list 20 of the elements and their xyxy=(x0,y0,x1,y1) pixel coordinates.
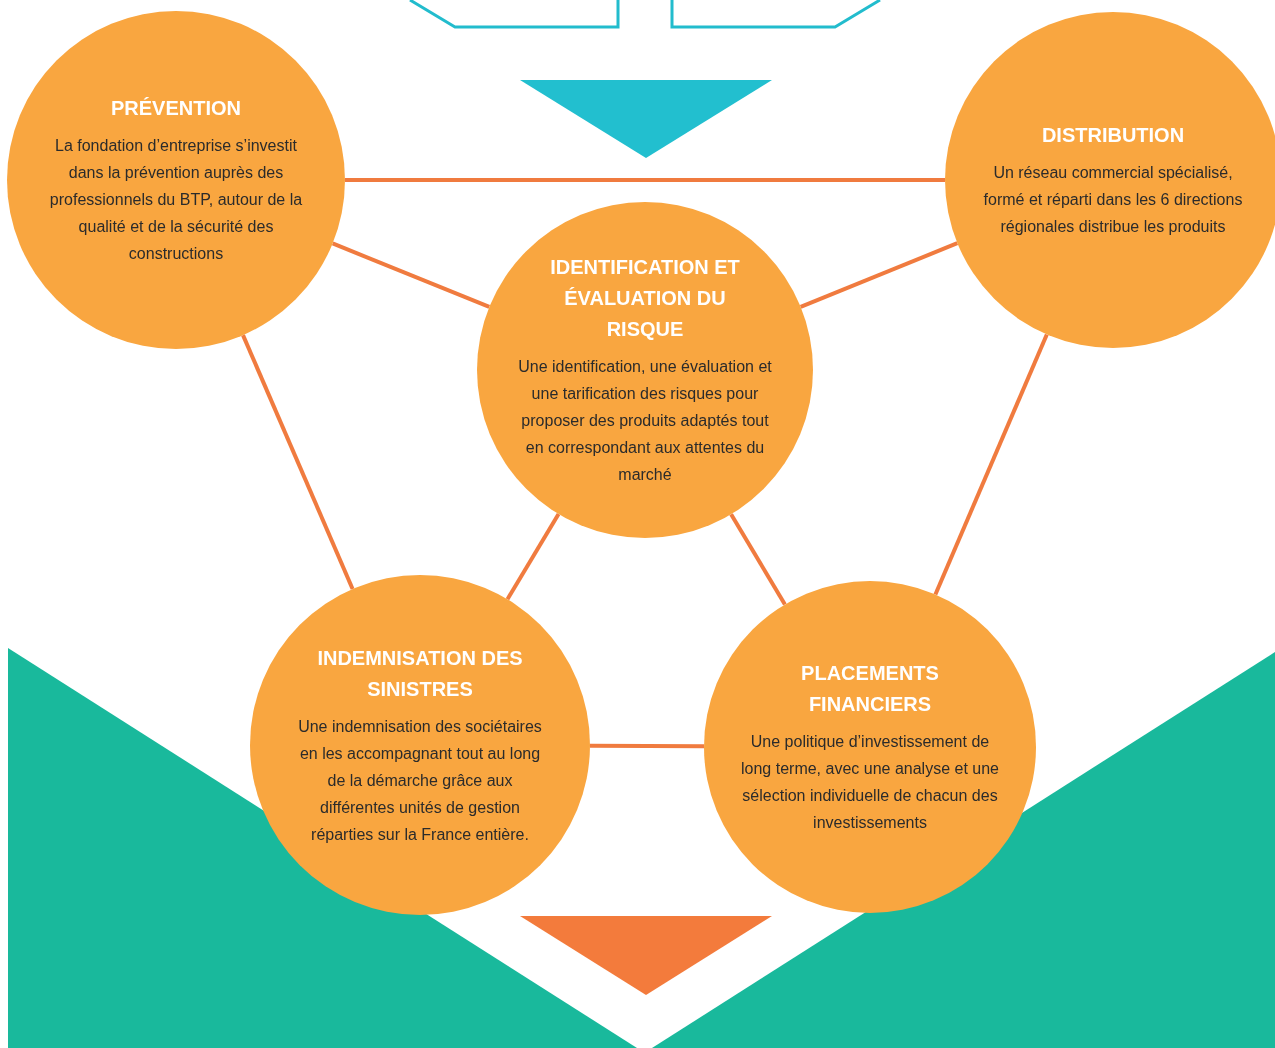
node-heading: PRÉVENTION xyxy=(110,96,242,121)
node-description: Une indemnisation des sociétaires en les accompagnant tout au long de la démarche grâce aux différentes unités de gestion réparties sur la France entière. xyxy=(297,716,543,845)
connector-line xyxy=(799,241,959,309)
node-description: Une politique d’investissement de long terme, avec une analyse et une sélection individuelle de chacun des investissements xyxy=(740,732,1000,833)
connector-line xyxy=(345,178,945,182)
triangle-shape xyxy=(520,80,772,158)
node-heading: IDENTIFICATION ET ÉVALUATION DU RISQUE xyxy=(549,255,741,342)
node-heading: DISTRIBUTION xyxy=(1040,123,1186,148)
node-description: Une identification, une évaluation et une tarification des risques pour proposer des produits adaptés tout en correspondant aux attentes du marché xyxy=(517,357,773,485)
node-heading: PLACEMENTS FINANCIERS xyxy=(800,661,940,717)
node-heading: INDEMNISATION DES SINISTRES xyxy=(316,645,524,702)
connector-line xyxy=(505,513,561,601)
node-description: La fondation d’entreprise s’investit dans la prévention auprès des professionnels du BTP, autour de la qualité et de la sécurité des constructions xyxy=(48,136,304,264)
triangle-shape xyxy=(520,916,772,995)
connector-line xyxy=(241,334,355,590)
connector-line xyxy=(590,743,704,749)
connector-line xyxy=(729,513,787,606)
connector-line xyxy=(933,333,1049,596)
connector-line xyxy=(331,241,491,309)
node-description: Un réseau commercial spécialisé, formé et réparti dans les 6 directions régionales distribue les produits xyxy=(982,163,1244,237)
